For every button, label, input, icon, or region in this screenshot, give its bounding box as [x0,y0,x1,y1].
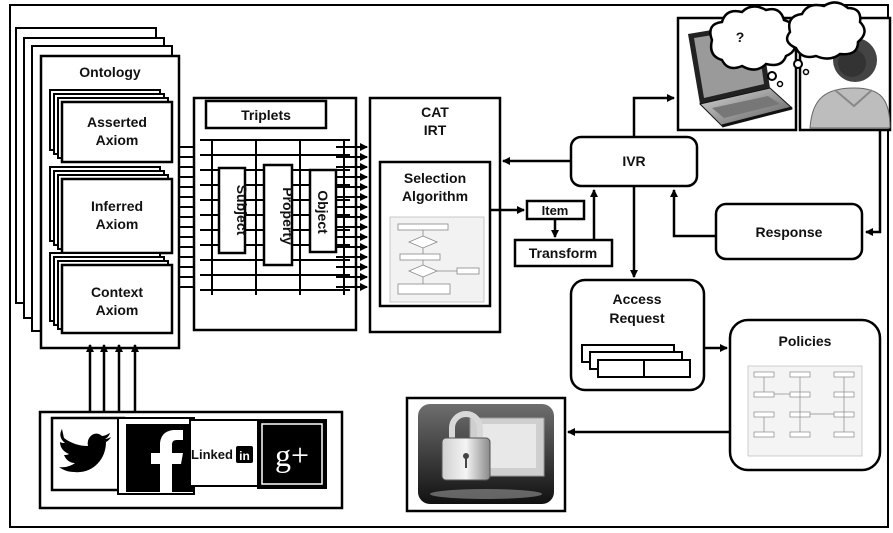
asserted-axiom-label-2: Axiom [96,132,139,148]
ivr-label: IVR [622,153,645,169]
outer-frame [9,4,889,528]
inferred-axiom-stack: Inferred Axiom [49,166,174,255]
context-axiom-label-2: Axiom [96,302,139,318]
selection-label-2: Algorithm [402,188,468,204]
response-to-ivr-arrow [670,189,716,238]
transform-box [513,238,614,268]
record-stack [581,344,691,378]
triplets-title: Triplets [241,107,291,123]
twitter-bird-icon [59,429,111,473]
social-to-ontology-arrows [86,344,139,412]
policies-diagram-thumbnail [747,365,863,457]
object-label: Object [315,190,331,234]
inferred-axiom-label-1: Inferred [91,198,143,214]
property-label: Property [280,187,296,245]
transform-label: Transform [529,245,597,261]
subject-label: Subject [234,185,250,236]
access-label-1: Access [612,291,661,307]
triplets-box: Triplets Subject Property Object [192,96,358,332]
triplets-title-box [204,99,328,130]
ivr-to-laptop-arrow [632,94,675,137]
triplets-to-cat-arrows [336,143,368,291]
policies-box: Policies [728,318,882,472]
gplus-text: g+ [275,437,309,473]
response-box [714,202,864,261]
context-axiom-stack: Context Axiom [49,252,174,335]
item-label: Item [542,203,569,218]
flow-connectors [490,94,882,436]
secured-lock-image [405,396,567,513]
ontology-stack: Ontology Asserted Axiom Inferred Axiom C… [15,27,181,350]
ontology-title: Ontology [79,64,141,80]
response-label: Response [756,224,823,240]
irt-title: IRT [424,122,447,138]
selection-flowchart-thumbnail [389,216,485,303]
question-mark: ? [736,29,745,45]
cat-irt-box: CAT IRT Selection Algorithm [368,96,502,334]
selection-label-1: Selection [404,170,466,186]
linkedin-in-badge: in [239,449,250,463]
asserted-axiom-stack: Asserted Axiom [49,89,174,164]
access-label-2: Request [609,310,665,326]
facebook-f-icon [151,430,183,492]
thought-cloud-user [785,1,866,76]
asserted-axiom-label-1: Asserted [87,114,147,130]
cat-title: CAT [421,104,449,120]
linkedin-text: Linked [191,447,233,462]
policies-label: Policies [779,333,832,349]
social-media-sources: Linked in g+ [38,410,344,510]
gplus-tile [257,419,327,489]
context-axiom-label-1: Context [91,284,143,300]
inferred-axiom-label-2: Axiom [96,216,139,232]
access-request-box: Access Request [569,278,706,392]
user-to-response-arrow [865,130,882,236]
